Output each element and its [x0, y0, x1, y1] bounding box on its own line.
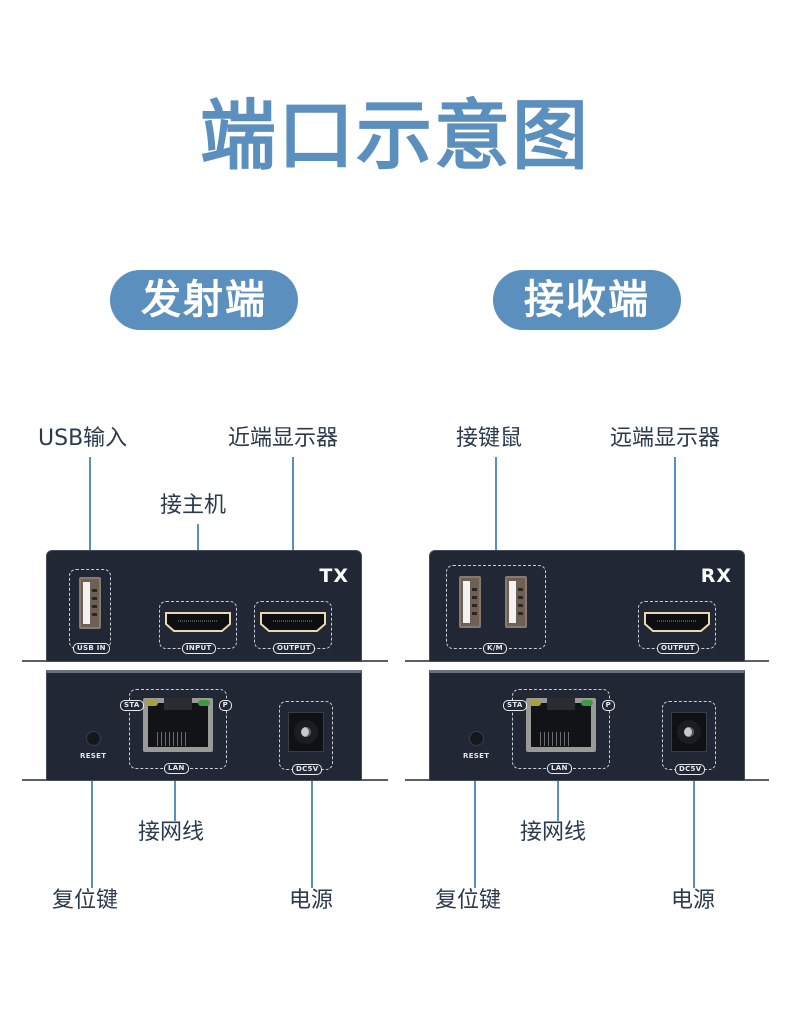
- dc-jack-icon[interactable]: [671, 712, 707, 752]
- port-tag-lan: LAN: [164, 763, 189, 774]
- port-tag-dc5v: DC5V: [675, 764, 706, 775]
- rj45-port-icon[interactable]: [526, 698, 596, 752]
- reset-button[interactable]: [87, 732, 100, 745]
- hdmi-input-frame: INPUT: [159, 601, 237, 654]
- port-tag-input: INPUT: [182, 643, 216, 654]
- mounting-flange: [22, 779, 50, 781]
- rx-brand-mark: RX: [700, 565, 732, 587]
- km-port-frame: K/M: [446, 565, 546, 654]
- callout-reset: 复位键: [52, 888, 119, 913]
- leader-line: [89, 457, 91, 569]
- page-title: 端口示意图: [200, 91, 590, 180]
- tx-brand-mark: TX: [319, 565, 349, 587]
- port-tag-dc5v: DC5V: [292, 764, 323, 775]
- callout-host: 接主机: [160, 493, 227, 518]
- callout-power: 电源: [289, 888, 334, 913]
- callout-network: 接网线: [520, 820, 587, 845]
- port-tag-usb-in: USB IN: [73, 643, 110, 654]
- led-tag-sta: STA: [120, 700, 144, 711]
- hdmi-output-frame: OUTPUT: [638, 601, 716, 654]
- status-led: [529, 700, 541, 706]
- hdmi-output-frame: OUTPUT: [254, 601, 332, 654]
- port-tag-km: K/M: [483, 643, 507, 654]
- port-tag-output: OUTPUT: [273, 643, 315, 654]
- hdmi-port-icon[interactable]: [259, 611, 327, 633]
- mounting-flange: [743, 779, 769, 781]
- receiver-label: 接收端: [493, 270, 681, 330]
- dc-jack-icon[interactable]: [288, 712, 324, 752]
- callout-far-display: 远端显示器: [610, 426, 721, 451]
- mounting-flange: [22, 660, 50, 662]
- callout-power: 电源: [671, 888, 716, 913]
- power-led: [581, 700, 593, 706]
- leader-line: [311, 781, 313, 888]
- callout-network: 接网线: [138, 820, 205, 845]
- mounting-flange: [743, 660, 769, 662]
- rx-bottom-panel: RESET STA P LAN DC5V: [429, 670, 745, 781]
- callout-usb-input: USB输入: [38, 426, 128, 451]
- dc-power-frame: DC5V: [279, 701, 333, 775]
- mounting-flange: [405, 660, 431, 662]
- mounting-flange: [360, 779, 388, 781]
- leader-line: [674, 457, 676, 606]
- mounting-flange: [405, 779, 431, 781]
- rj45-port-icon[interactable]: [143, 698, 213, 752]
- led-tag-sta: STA: [503, 700, 527, 711]
- leader-line: [693, 781, 695, 888]
- transmitter-label: 发射端: [110, 270, 298, 330]
- power-led: [198, 700, 210, 706]
- reset-button[interactable]: [470, 732, 483, 745]
- usb-in-port-frame: USB IN: [69, 569, 111, 654]
- mounting-flange: [360, 660, 388, 662]
- leader-line: [292, 457, 294, 606]
- callout-keyboard-mouse: 接键鼠: [456, 426, 523, 451]
- hdmi-port-icon[interactable]: [643, 611, 711, 633]
- dc-power-frame: DC5V: [662, 701, 716, 775]
- hdmi-port-icon[interactable]: [164, 611, 232, 633]
- port-tag-output: OUTPUT: [657, 643, 699, 654]
- leader-line: [174, 781, 176, 821]
- reset-label: RESET: [80, 752, 107, 760]
- leader-line: [91, 781, 93, 888]
- usb-a-port-icon[interactable]: [79, 577, 101, 629]
- lan-port-frame: STA P LAN: [120, 689, 232, 774]
- leader-line: [557, 781, 559, 821]
- rx-top-panel: RX K/M OUTPUT: [429, 550, 745, 662]
- usb-a-port-icon[interactable]: [505, 576, 527, 628]
- leader-line: [474, 781, 476, 888]
- usb-a-port-icon[interactable]: [459, 576, 481, 628]
- callout-near-display: 近端显示器: [228, 426, 339, 451]
- reset-label: RESET: [463, 752, 490, 760]
- tx-top-panel: TX USB IN INPUT OUTPUT: [46, 550, 362, 662]
- port-tag-lan: LAN: [547, 763, 572, 774]
- led-tag-p: P: [218, 700, 232, 711]
- status-led: [146, 700, 158, 706]
- callout-reset: 复位键: [435, 888, 502, 913]
- tx-bottom-panel: RESET STA P LAN DC5V: [46, 670, 362, 781]
- lan-port-frame: STA P LAN: [503, 689, 615, 774]
- led-tag-p: P: [601, 700, 615, 711]
- leader-line: [495, 457, 497, 557]
